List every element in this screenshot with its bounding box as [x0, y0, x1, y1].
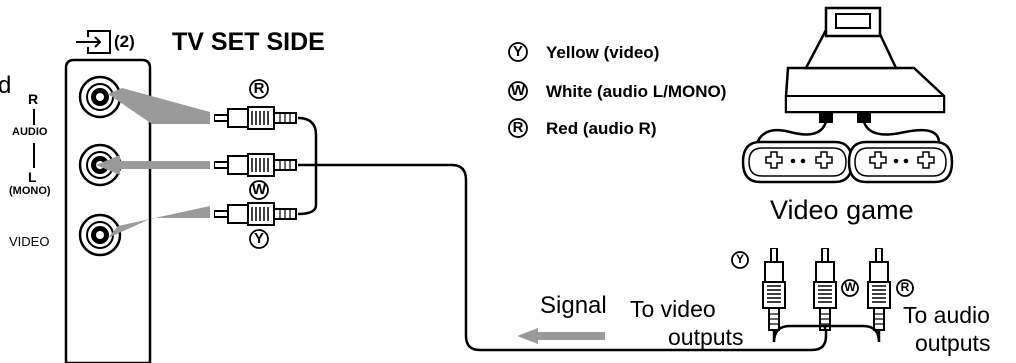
video-label: VIDEO	[9, 234, 50, 249]
plug-red[interactable]	[214, 106, 297, 130]
legend-mark-white: W	[511, 82, 526, 99]
output-plug-yellow[interactable]	[762, 248, 786, 331]
output-plug-red[interactable]	[867, 248, 891, 331]
cut-off-letter: d	[0, 72, 12, 99]
signal-arrows	[96, 88, 210, 238]
plug-mark-red: R	[253, 80, 265, 97]
legend-label-red: Red (audio R)	[546, 119, 657, 138]
page-title: TV SET SIDE	[172, 28, 325, 56]
av-cable	[297, 116, 828, 352]
video-game-console	[741, 6, 954, 184]
audio-outputs-label-1: To audio	[903, 302, 990, 328]
input-icon	[76, 30, 111, 54]
audio-r-label: R	[28, 91, 39, 107]
output-mark-red: R	[900, 280, 910, 294]
legend-label-yellow: Yellow (video)	[546, 43, 660, 62]
plug-mark-yellow: Y	[253, 230, 264, 247]
legend-mark-yellow: Y	[512, 43, 523, 60]
output-cable-bundle	[772, 324, 881, 343]
signal-label: Signal	[540, 292, 607, 319]
video-outputs-label-1: To video	[630, 296, 716, 322]
audio-label: AUDIO	[12, 126, 48, 138]
input-number: (2)	[114, 32, 135, 51]
tv-side-panel	[64, 58, 152, 363]
circled-marks	[249, 42, 914, 297]
plug-yellow[interactable]	[214, 202, 297, 226]
signal-arrow	[517, 328, 605, 344]
plug-mark-white: W	[252, 181, 267, 198]
plug-white[interactable]	[214, 153, 297, 177]
legend-mark-red: R	[512, 119, 524, 136]
video-outputs-label-2: outputs	[668, 324, 744, 350]
legend-label-white: White (audio L/MONO)	[546, 82, 727, 101]
output-plug-white[interactable]	[813, 248, 837, 331]
audio-outputs-label-2: outputs	[915, 330, 991, 356]
audio-l-label: L	[28, 169, 37, 185]
video-game-label: Video game	[770, 195, 914, 225]
mono-label: (MONO)	[9, 185, 51, 197]
output-mark-yellow: Y	[735, 252, 744, 266]
output-mark-white: W	[844, 280, 856, 294]
